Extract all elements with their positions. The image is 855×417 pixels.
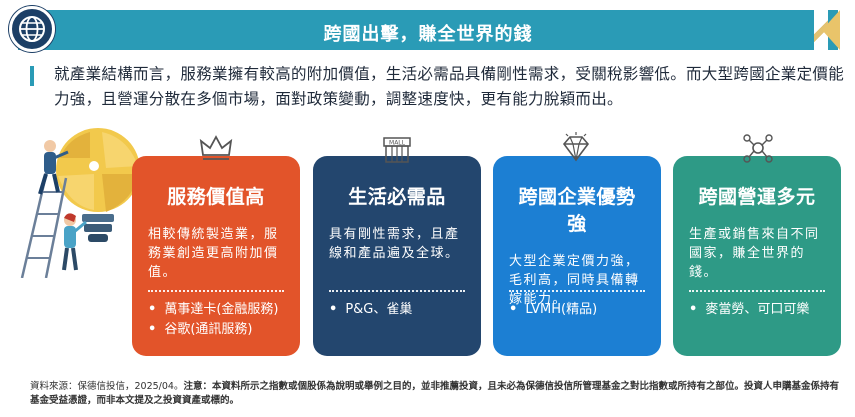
lightbulb-puzzle-people-illustration (20, 128, 140, 278)
card-example-list: 萬事達卡(金融服務) 谷歌(通訊服務) (148, 300, 292, 340)
card-title: 生活必需品 (348, 186, 446, 208)
footer-note: 本資料所示之指數或個股係為說明或舉例之目的，並非推薦投資，且未必為保德信投信所管… (30, 381, 839, 406)
card-example-list: LVMH(精品) (509, 300, 653, 320)
card-divider (689, 290, 825, 292)
card-divider (329, 290, 465, 292)
card-title: 跨國營運多元 (698, 186, 816, 208)
list-item: LVMH(精品) (509, 300, 653, 320)
page-title: 跨國出擊，賺全世界的錢 (323, 24, 533, 45)
list-item: 萬事達卡(金融服務) (148, 300, 292, 320)
list-item: 麥當勞、可口可樂 (689, 300, 833, 320)
card-description: 生產或銷售來自不同國家，賺全世界的錢。 (689, 227, 820, 280)
card-title: 跨國企業優勢強 (518, 186, 636, 235)
card-description: 具有剛性需求，且產線和產品遍及全球。 (329, 227, 460, 261)
diamond-icon (556, 130, 596, 166)
network-icon (738, 130, 778, 166)
header-banner: 跨國出擊，賺全世界的錢 (18, 10, 840, 50)
card-daily-necessities: 生活必需品 具有剛性需求，且產線和產品遍及全球。 P&G、雀巢 (313, 156, 481, 356)
card-diversified-operations: 跨國營運多元 生產或銷售來自不同國家，賺全世界的錢。 麥當勞、可口可樂 (673, 156, 841, 356)
list-item: P&G、雀巢 (329, 300, 473, 320)
footer-source: 資料來源：保德信投信，2025/04。 (30, 381, 184, 392)
footer-note-label: 注意： (183, 381, 212, 392)
svg-text:MALL: MALL (389, 140, 406, 147)
globe-icon (9, 6, 55, 52)
card-divider (509, 290, 645, 292)
card-divider (148, 290, 284, 292)
mall-icon: MALL (377, 130, 417, 166)
list-item: 谷歌(通訊服務) (148, 320, 292, 340)
intro-accent-bar (30, 66, 34, 86)
card-multinational-advantage: 跨國企業優勢強 大型企業定價力強，毛利高，同時具備轉嫁能力。 LVMH(精品) (493, 156, 661, 356)
card-example-list: P&G、雀巢 (329, 300, 473, 320)
card-example-list: 麥當勞、可口可樂 (689, 300, 833, 320)
intro-paragraph: 就產業結構而言，服務業擁有較高的附加價值，生活必需品具備剛性需求，受關稅影響低。… (54, 65, 845, 108)
footer-disclaimer: 資料來源：保德信投信，2025/04。注意：本資料所示之指數或個股係為說明或舉例… (30, 380, 845, 408)
card-service-value: 服務價值高 相較傳統製造業，服務業創造更高附加價值。 萬事達卡(金融服務) 谷歌… (132, 156, 300, 356)
card-title: 服務價值高 (167, 186, 265, 208)
crown-icon (196, 130, 236, 166)
banner-ribbon-decoration (814, 10, 828, 50)
card-description: 相較傳統製造業，服務業創造更高附加價值。 (148, 227, 279, 280)
